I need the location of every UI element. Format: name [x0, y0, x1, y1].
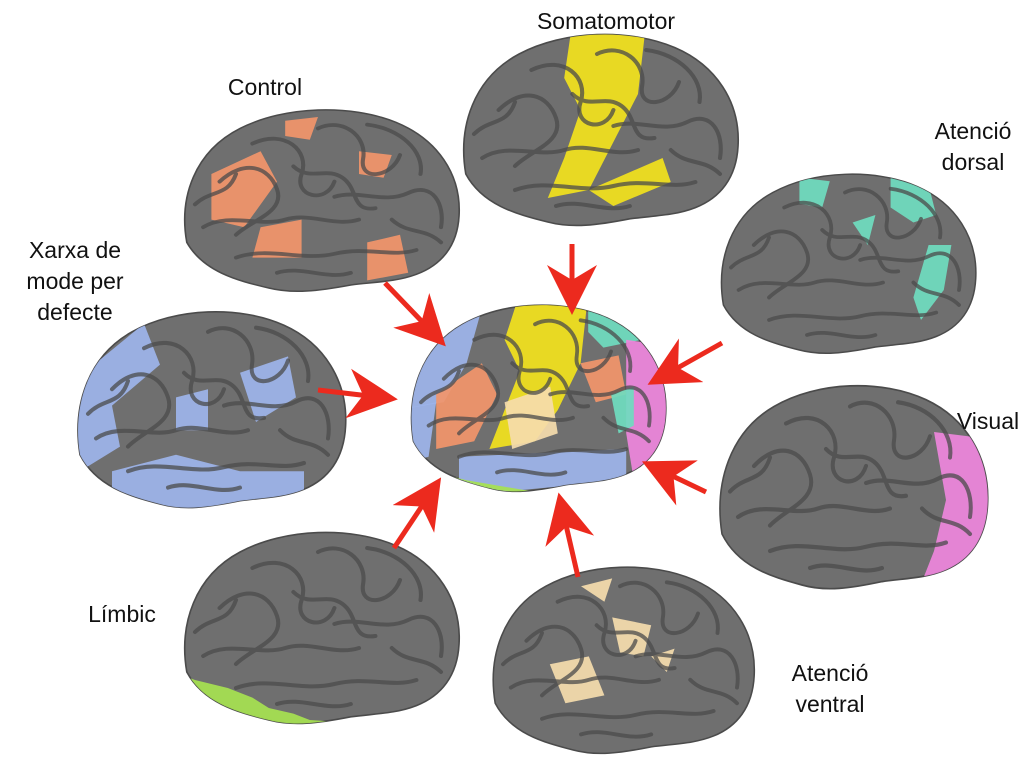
label-line: dorsal: [915, 147, 1031, 178]
brain-combined: [398, 293, 679, 511]
brain-control: [185, 110, 459, 291]
label-line: Xarxa de: [0, 235, 150, 266]
label-line: ventral: [770, 689, 890, 720]
label-line: Atenció: [770, 658, 890, 689]
label-line: Control: [210, 72, 320, 103]
label-line: Visual: [944, 406, 1032, 437]
label-default-mode: Xarxa demode perdefecte: [0, 235, 150, 328]
brain-dorsal-attention: [722, 174, 976, 353]
label-control: Control: [210, 72, 320, 103]
label-line: Atenció: [915, 116, 1031, 147]
label-line: mode per: [0, 266, 150, 297]
brain-limbic: [175, 532, 460, 744]
arrow-from-ventral: [563, 512, 578, 577]
label-ventral-attention: Atencióventral: [770, 658, 890, 720]
label-dorsal-attention: Atenciódorsal: [915, 116, 1031, 178]
arrow-from-limbic: [394, 494, 430, 548]
label-visual: Visual: [944, 406, 1032, 437]
label-line: Somatomotor: [516, 6, 696, 37]
arrow-from-control: [385, 283, 432, 332]
label-line: Límbic: [72, 599, 172, 630]
label-line: defecte: [0, 297, 150, 328]
label-limbic: Límbic: [72, 599, 172, 630]
arrow-from-visual: [660, 470, 706, 492]
brain-ventral-attention: [493, 567, 754, 753]
label-somatomotor: Somatomotor: [516, 6, 696, 37]
arrow-from-dorsal: [665, 343, 722, 375]
brain-default-mode: [64, 312, 346, 512]
brain-somatomotor: [464, 22, 738, 225]
